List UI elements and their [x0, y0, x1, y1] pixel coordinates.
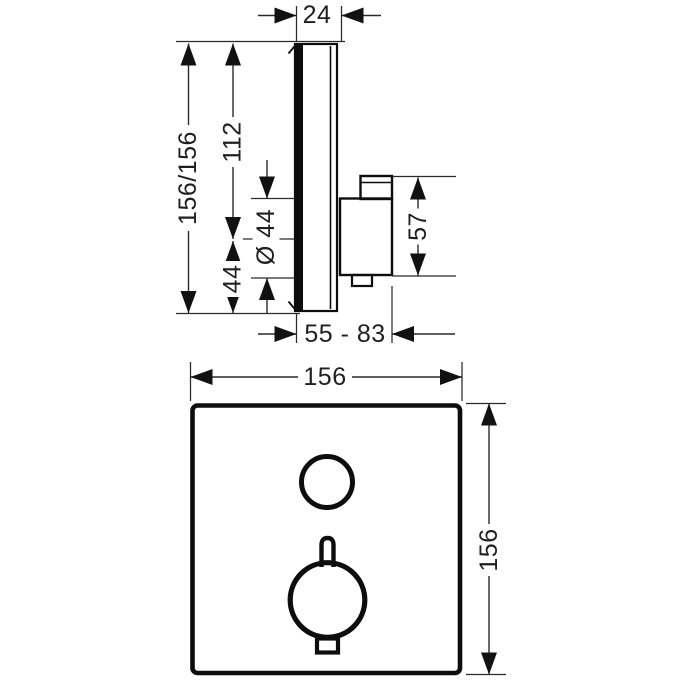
dimension-front-width-156: 156	[190, 363, 462, 391]
front-view: 156 156	[189, 362, 506, 676]
dimension-offset-bottom-44: 44	[219, 241, 247, 313]
dim-label-diameter: Ø 44	[252, 209, 280, 265]
thermostat-knob	[287, 535, 368, 655]
dim-label-offset-bottom: 44	[219, 265, 247, 294]
dimension-front-height-156: 156	[475, 403, 503, 675]
dim-label-offset-top: 112	[219, 121, 247, 162]
dim-label-total-height: 156/156	[174, 131, 202, 225]
dim-label-depth: 24	[303, 1, 332, 29]
dimension-diameter-44: Ø 44	[252, 160, 280, 314]
knob-circle	[287, 560, 368, 640]
faceplate-square	[190, 403, 463, 676]
dimension-total-height-156-156: 156/156	[174, 43, 202, 313]
valve-body	[338, 174, 394, 288]
dim-label-front-height: 156	[475, 528, 503, 571]
valve-body-tab	[350, 273, 374, 288]
dim-label-install-depth: 55 - 83	[304, 320, 385, 348]
dimension-depth-24: 24	[258, 1, 381, 29]
dim-label-body-height: 57	[404, 212, 432, 241]
plate-front-face	[295, 44, 303, 311]
select-button-circle	[299, 454, 355, 510]
dim-label-front-width: 156	[303, 363, 346, 391]
plate-bottom-chamfer	[287, 300, 297, 312]
plate-side-profile	[287, 42, 339, 313]
plate-top-chamfer	[287, 43, 297, 55]
side-view: 24 156/156 112 44	[174, 1, 456, 348]
dimension-install-depth-55-83: 55 - 83	[258, 320, 455, 348]
dimension-body-height-57: 57	[404, 177, 432, 276]
valve-body-step	[359, 174, 394, 201]
knob-bottom-tab	[314, 636, 341, 655]
dimension-offset-top-112: 112	[219, 43, 247, 239]
knob-stem	[319, 535, 336, 567]
